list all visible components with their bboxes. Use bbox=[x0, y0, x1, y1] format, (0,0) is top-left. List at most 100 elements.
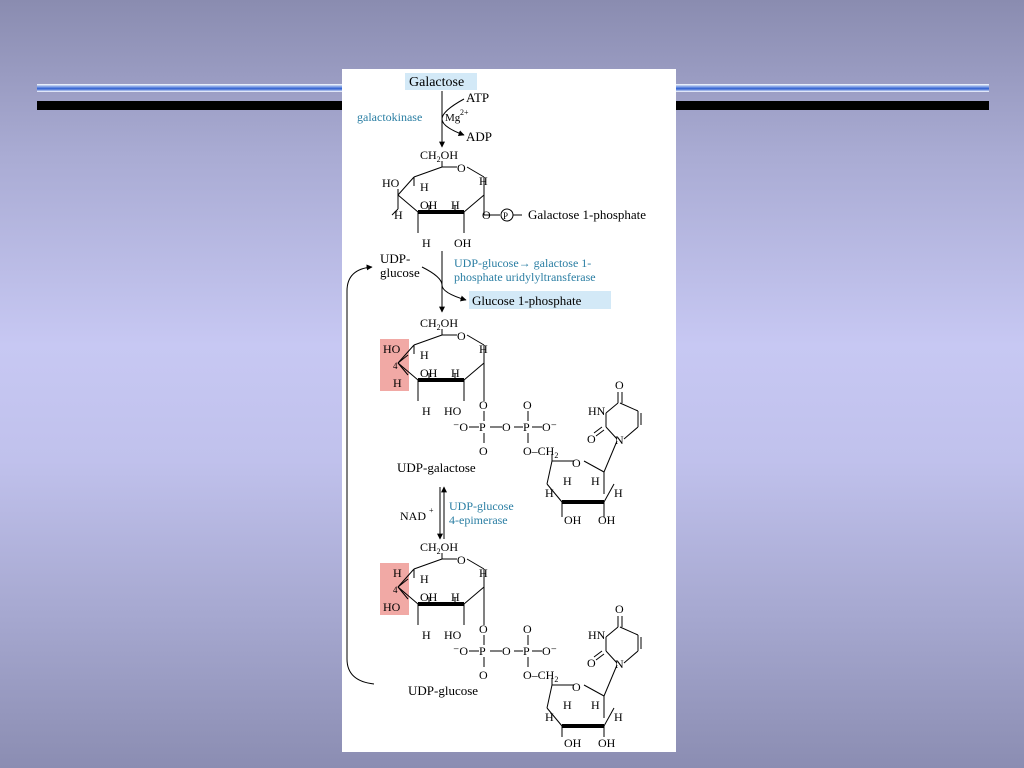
ring3-o-link: O bbox=[479, 622, 488, 636]
ring2-h-c2: H bbox=[451, 366, 460, 380]
udp-galactose-uracil bbox=[593, 392, 642, 440]
ring3-h-c2: H bbox=[451, 590, 460, 604]
ring3-oh-c3: OH bbox=[420, 590, 438, 604]
ring2-h-c5: H bbox=[420, 348, 429, 362]
epimerase-label-line2: 4-epimerase bbox=[449, 513, 508, 527]
ring2-ring-oxygen: O bbox=[457, 329, 466, 343]
udp-galactose-diphosphate bbox=[469, 411, 542, 443]
ring2-p2: P bbox=[523, 420, 530, 434]
ring3-uracil-o2: O bbox=[587, 656, 596, 670]
ring3-ho-c2: HO bbox=[444, 628, 462, 642]
transferase-label-line1: UDP-glucose→ galactose 1- bbox=[454, 256, 591, 270]
ring1-oh-c3: OH bbox=[420, 198, 438, 212]
ring2-bridge-o: O bbox=[502, 420, 511, 434]
udp-galactose-ribose bbox=[546, 440, 618, 517]
galactokinase-label: galactokinase bbox=[357, 110, 422, 124]
ring3-p1: P bbox=[479, 644, 486, 658]
ring1-h-c1: H bbox=[479, 174, 488, 188]
ring2-uracil-hn: HN bbox=[588, 404, 606, 418]
ring2-ribose-h3: H bbox=[591, 474, 600, 488]
ring3-p2-o: O bbox=[523, 622, 532, 636]
galactose-1-phosphate-label: Galactose 1-phosphate bbox=[528, 207, 646, 222]
ring3-h-c1: H bbox=[479, 566, 488, 580]
ring2-p1-o: O bbox=[479, 444, 488, 458]
ring3-ribose-h4: H bbox=[614, 710, 623, 724]
ring2-o-minus: O⁻ bbox=[542, 420, 557, 434]
ring3-ribose-o: O bbox=[572, 680, 581, 694]
mg-label: Mg bbox=[445, 112, 461, 124]
ring2-ribose-o: O bbox=[572, 456, 581, 470]
ring1-h-c3: H bbox=[422, 236, 431, 250]
ring2-oh-c3: OH bbox=[420, 366, 438, 380]
pathway-figure: Galactose ATP Mg 2+ ADP galactokinase CH… bbox=[342, 69, 676, 752]
epimerase-label-line1: UDP-glucose bbox=[449, 499, 514, 513]
ring2-ribose-oh2: OH bbox=[598, 513, 616, 527]
ring3-uracil-n: N bbox=[615, 657, 624, 671]
ring3-och2: O–CH2 bbox=[523, 668, 558, 684]
nad-charge: + bbox=[429, 506, 434, 515]
ring3-ho-c4: HO bbox=[383, 600, 401, 614]
ring3-uracil-hn: HN bbox=[588, 628, 606, 642]
phosphate-group-icon bbox=[500, 208, 514, 222]
ring1-o-c1: O bbox=[482, 208, 491, 222]
ring1-oh-c2: OH bbox=[454, 236, 472, 250]
glucose-1-phosphate-label: Glucose 1-phosphate bbox=[472, 293, 582, 308]
nad-label: NAD bbox=[400, 509, 426, 523]
udp-glucose-ribose bbox=[546, 664, 618, 737]
arrow-udpglucose-glc1p bbox=[421, 266, 467, 302]
ring1-phosphate-p: P bbox=[503, 211, 508, 221]
arrow-udp-glucose-recycle bbox=[346, 264, 375, 685]
ring2-ho-c2: HO bbox=[444, 404, 462, 418]
udp-glucose-uracil bbox=[593, 616, 642, 664]
ring3-uracil-o4: O bbox=[615, 602, 624, 616]
atp-label: ATP bbox=[466, 90, 489, 105]
galactose-pathway-diagram: Galactose ATP Mg 2+ ADP galactokinase CH… bbox=[346, 73, 646, 750]
ring2-h-c3: H bbox=[422, 404, 431, 418]
c4-highlight-galactose bbox=[380, 339, 409, 391]
udp-glucose-input-line1: UDP- bbox=[380, 251, 410, 266]
udp-glucose-label: UDP-glucose bbox=[408, 683, 478, 698]
ring2-h-c1: H bbox=[479, 342, 488, 356]
ring2-uracil-o2: O bbox=[587, 432, 596, 446]
ring2-p1: P bbox=[479, 420, 486, 434]
ring3-ribose-h1: H bbox=[545, 710, 554, 724]
ring1-h-c2: H bbox=[451, 198, 460, 212]
ring2-ch2oh: CH2OH bbox=[420, 316, 458, 332]
ring2-uracil-n: N bbox=[615, 433, 624, 447]
arrow-atp-adp bbox=[441, 98, 465, 136]
ring1-ring-oxygen: O bbox=[457, 161, 466, 175]
ring3-ribose-h2: H bbox=[563, 698, 572, 712]
mg-charge: 2+ bbox=[460, 108, 469, 117]
galactose-label: Galactose bbox=[409, 75, 464, 90]
ring1-ch2oh: CH2OH bbox=[420, 148, 458, 164]
ring3-p1-o: O bbox=[479, 668, 488, 682]
galactose-highlight bbox=[405, 73, 477, 90]
ring1-h-c5: H bbox=[394, 208, 403, 222]
ring3-ribose-oh1: OH bbox=[564, 736, 582, 750]
ring3-minus-o: ⁻O bbox=[453, 644, 468, 658]
galactose-1-phosphate-ring bbox=[391, 161, 522, 233]
ring3-o-minus: O⁻ bbox=[542, 644, 557, 658]
ring3-h-c4: H bbox=[393, 566, 402, 580]
adp-label: ADP bbox=[466, 129, 492, 144]
ring2-position-4: 4 bbox=[393, 361, 398, 371]
ring1-h-c4: H bbox=[420, 180, 429, 194]
ring2-och2: O–CH2 bbox=[523, 444, 558, 460]
ring3-h-c3: H bbox=[422, 628, 431, 642]
ring3-ribose-h3: H bbox=[591, 698, 600, 712]
ring2-ribose-h1: H bbox=[545, 486, 554, 500]
udp-glucose-ring bbox=[397, 553, 485, 625]
ring3-position-4: 4 bbox=[393, 585, 398, 595]
ring2-ribose-oh1: OH bbox=[564, 513, 582, 527]
udp-galactose-ring bbox=[397, 329, 485, 401]
glucose-1-phosphate-highlight bbox=[469, 291, 611, 309]
ring2-p2-o: O bbox=[523, 398, 532, 412]
transferase-label-line2: phosphate uridylyltransferase bbox=[454, 270, 596, 284]
ring1-ho-c4: HO bbox=[382, 176, 400, 190]
ring3-bridge-o: O bbox=[502, 644, 511, 658]
c4-highlight-glucose bbox=[380, 563, 409, 615]
ring2-ribose-h4: H bbox=[614, 486, 623, 500]
ring3-p2: P bbox=[523, 644, 530, 658]
ring2-minus-o: ⁻O bbox=[453, 420, 468, 434]
ring3-ch2oh: CH2OH bbox=[420, 540, 458, 556]
